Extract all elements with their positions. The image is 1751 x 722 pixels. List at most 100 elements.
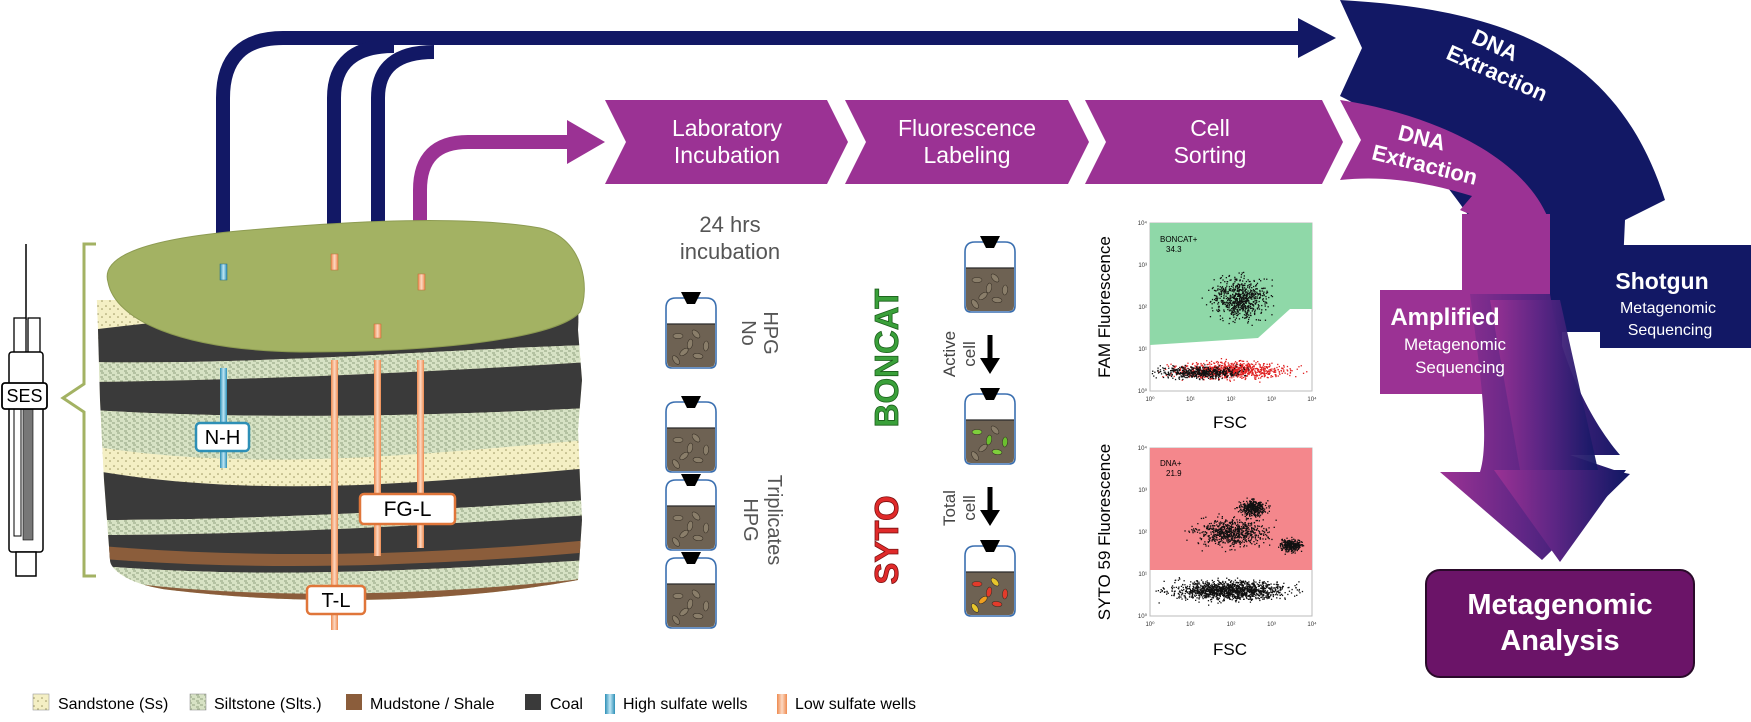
svg-text:Sequencing: Sequencing [1415,358,1505,377]
well-fg-top [374,324,381,338]
y-tick-label: 10² [1138,530,1147,536]
well-label-fgl: FG-L [360,494,455,524]
svg-text:Fluorescence: Fluorescence [898,115,1036,141]
legend-item-mudstone: Mudstone / Shale [346,694,495,713]
legend-item-siltstone: Siltstone (Slts.) [190,694,322,713]
dna-gate-name: DNA+ [1160,459,1182,468]
svg-text:Metagenomic: Metagenomic [1467,589,1652,621]
legend-item-coal: Coal [525,694,583,713]
well-nh-top [220,264,227,280]
x-tick-label: 10³ [1267,622,1276,628]
hpg-label-2: Triplicates [763,475,785,565]
legend: Sandstone (Ss) Siltstone (Slts.) Mudston… [33,694,916,714]
boncat-gate-value: 34.3 [1166,245,1182,254]
vial-hpg-1 [666,396,716,472]
down-arrow-2 [980,487,1000,526]
surface-top [107,221,584,352]
legend-item-high-sulfate: High sulfate wells [605,694,748,714]
svg-text:Cell: Cell [1190,115,1230,141]
active-cell-label-2: cell [960,341,979,367]
step-fluorescence-labeling: Fluorescence Labeling [845,100,1089,184]
x-tick-label: 10² [1227,622,1236,628]
svg-text:Shotgun: Shotgun [1615,268,1708,294]
shotgun-label: Shotgun Metagenomic Sequencing [1615,268,1716,339]
svg-text:Analysis: Analysis [1500,625,1619,657]
ses-label: SES [6,386,42,406]
plot-top-xlabel: FSC [1213,413,1247,432]
x-tick-label: 10⁴ [1307,396,1317,403]
ses-sensor: SES [2,244,47,576]
metagenomic-analysis-box: Metagenomic Analysis [1426,570,1694,677]
legend-item-low-sulfate: Low sulfate wells [777,694,916,714]
svg-text:Sorting: Sorting [1174,142,1247,168]
well-fg-shaft [374,360,381,556]
svg-text:Sequencing: Sequencing [1628,322,1713,339]
x-tick-label: 10¹ [1186,622,1195,628]
incubation-duration: 24 hrs incubation [680,212,780,264]
navy-arrowhead [1298,18,1336,58]
plot-top-ylabel: FAM Fluorescence [1095,236,1114,378]
well-label-nh: N-H [196,423,249,451]
flow-plot-bottom: DNA+ 21.9 SYTO 59 Fluorescence FSC 10⁰10… [1095,444,1317,659]
plot-bottom-xlabel: FSC [1213,640,1247,659]
x-tick-label: 10² [1227,397,1236,403]
step-lab-incubation: Laboratory Incubation [605,100,848,184]
legend-item-sandstone: Sandstone (Ss) [33,694,168,713]
y-tick-label: 10³ [1138,488,1147,494]
vial-hpg-2 [666,474,716,550]
y-tick-label: 10⁴ [1138,445,1148,452]
y-tick-label: 10⁴ [1138,220,1148,227]
well-label-tl: T-L [307,586,365,614]
down-arrow-1 [980,335,1000,374]
strata-bracket [63,244,96,576]
y-tick-label: 10⁰ [1138,388,1148,395]
vial-syto-labeled [965,540,1015,616]
total-cell-label-1: Total [940,490,959,526]
syto-label: SYTO [868,495,905,584]
svg-text:Amplified: Amplified [1390,304,1499,331]
vial-boncat-labeled [965,388,1015,464]
vial-unlabeled [965,236,1015,312]
svg-text:incubation: incubation [680,239,780,264]
x-tick-label: 10¹ [1186,397,1195,403]
active-cell-label-1: Active [940,331,959,377]
svg-text:24 hrs: 24 hrs [699,212,760,237]
no-hpg-label-1: No [737,320,759,346]
x-tick-label: 10³ [1267,397,1276,403]
x-tick-label: 10⁰ [1145,621,1155,628]
svg-text:N-H: N-H [205,427,241,449]
flow-plot-top: BONCAT+ 34.3 FAM Fluorescence FSC 10⁰10⁰… [1095,220,1317,432]
vial-no-hpg [666,292,716,368]
total-cell-label-2: cell [960,495,979,521]
svg-text:Labeling: Labeling [924,142,1011,168]
purple-shaft [1462,214,1550,294]
incubation-vials [666,292,716,628]
step-cell-sorting: Cell Sorting [1085,100,1343,184]
labeling-vials [965,236,1015,616]
svg-text:FG-L: FG-L [384,498,432,521]
y-tick-label: 10¹ [1138,347,1147,353]
rock-strata-block [90,221,590,620]
svg-text:Laboratory: Laboratory [672,115,782,141]
boncat-gate-name: BONCAT+ [1160,235,1198,244]
x-tick-label: 10⁴ [1307,621,1317,628]
y-tick-label: 10⁰ [1138,613,1148,620]
y-tick-label: 10¹ [1138,572,1147,578]
svg-text:Metagenomic: Metagenomic [1404,335,1507,354]
svg-text:T-L: T-L [322,590,351,612]
boncat-label: BONCAT [868,289,905,428]
well-mid-top [331,254,338,270]
purple-arrowhead [567,120,605,164]
x-tick-label: 10⁰ [1145,396,1155,403]
svg-text:Metagenomic: Metagenomic [1620,300,1716,317]
y-tick-label: 10² [1138,305,1147,311]
dna-gate-value: 21.9 [1166,469,1182,478]
svg-text:Incubation: Incubation [674,142,780,168]
well-purple-top [418,274,425,290]
vial-hpg-3 [666,552,716,628]
plot-bottom-ylabel: SYTO 59 Fluorescence [1095,444,1114,620]
no-hpg-label-2: HPG [759,311,781,354]
hpg-label-1: HPG [739,498,761,541]
well-nh-shaft [220,368,227,468]
